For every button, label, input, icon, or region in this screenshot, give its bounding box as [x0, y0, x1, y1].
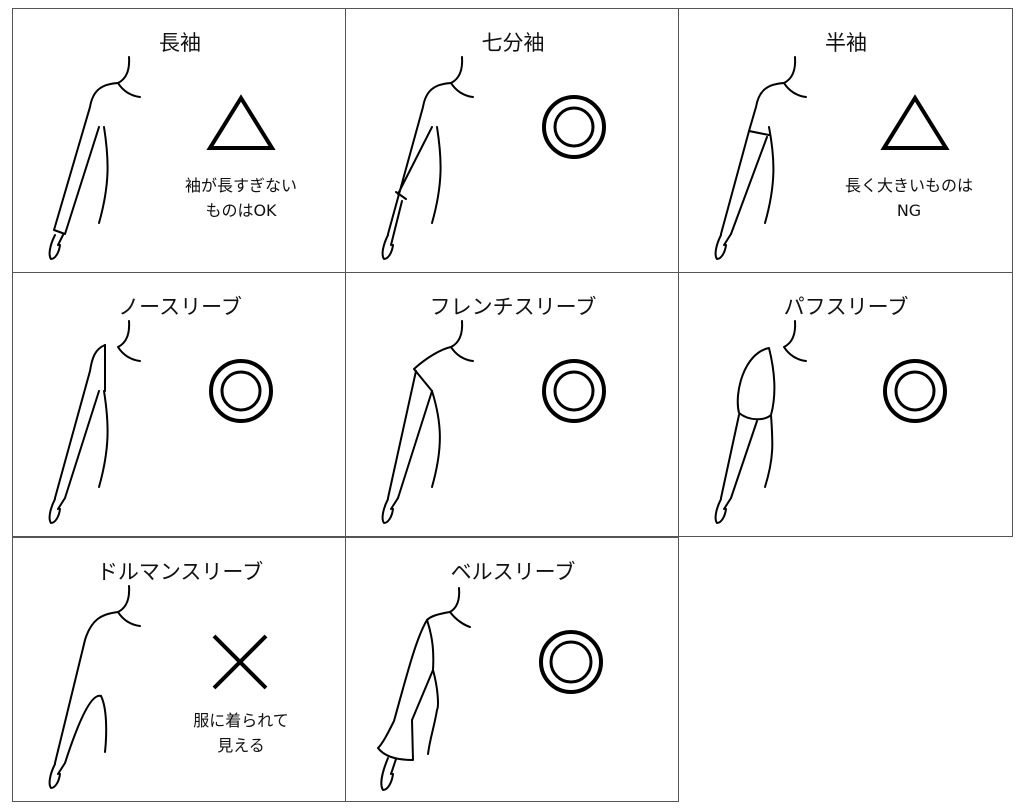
puff-sleeve-arm-illustration — [714, 320, 807, 524]
sleeve-cell-sleeveless: ノースリーブ — [12, 272, 346, 537]
three-quarter-sleeve-arm-illustration — [381, 56, 474, 260]
sleeve-cell-dolman: ドルマンスリーブ 服に着られて 見える — [12, 537, 346, 802]
dolman-sleeve-arm-illustration — [48, 585, 141, 789]
cell-title: ベルスリーブ — [450, 560, 576, 584]
triangle-icon — [880, 94, 950, 150]
note-line: 袖が長すぎない — [184, 176, 297, 195]
note-line: NG — [896, 201, 922, 220]
long-sleeve-arm-illustration — [48, 56, 141, 260]
cell-title: ドルマンスリーブ — [96, 560, 264, 584]
sleeveless-arm-illustration — [48, 320, 141, 524]
note-line: 見える — [217, 736, 265, 755]
cell-title: 七分袖 — [481, 31, 545, 55]
short-sleeve-arm-illustration — [714, 56, 807, 260]
double-circle-icon — [542, 95, 606, 159]
cell-title: ノースリーブ — [118, 295, 242, 319]
sleeve-cell-french: フレンチスリーブ — [345, 272, 679, 537]
cell-title: 半袖 — [825, 31, 867, 55]
triangle-icon — [206, 94, 276, 150]
cell-title: フレンチスリーブ — [429, 295, 597, 319]
note: 長く大きいものは NG — [829, 173, 989, 223]
sleeve-cell-short: 半袖 長く大きいものは NG — [678, 8, 1013, 273]
cross-icon — [212, 634, 268, 690]
note-line: 長く大きいものは — [844, 176, 973, 195]
note: 服に着られて 見える — [161, 708, 321, 758]
note: 袖が長すぎない ものはOK — [161, 173, 321, 223]
note-line: ものはOK — [205, 201, 277, 220]
double-circle-icon — [542, 359, 606, 423]
double-circle-icon — [209, 359, 273, 423]
sleeve-cell-long: 長袖 袖が長すぎない ものはOK — [12, 8, 346, 273]
cell-title: 長袖 — [159, 31, 201, 55]
sleeve-cell-three-quarter: 七分袖 — [345, 8, 679, 273]
french-sleeve-arm-illustration — [381, 320, 474, 524]
double-circle-icon — [539, 630, 603, 694]
sleeve-cell-bell: ベルスリーブ — [345, 537, 679, 802]
bell-sleeve-arm-illustration — [377, 587, 471, 791]
cell-title: パフスリーブ — [783, 295, 909, 319]
note-line: 服に着られて — [193, 711, 289, 730]
double-circle-icon — [883, 359, 947, 423]
sleeve-cell-puff: パフスリーブ — [678, 272, 1013, 537]
